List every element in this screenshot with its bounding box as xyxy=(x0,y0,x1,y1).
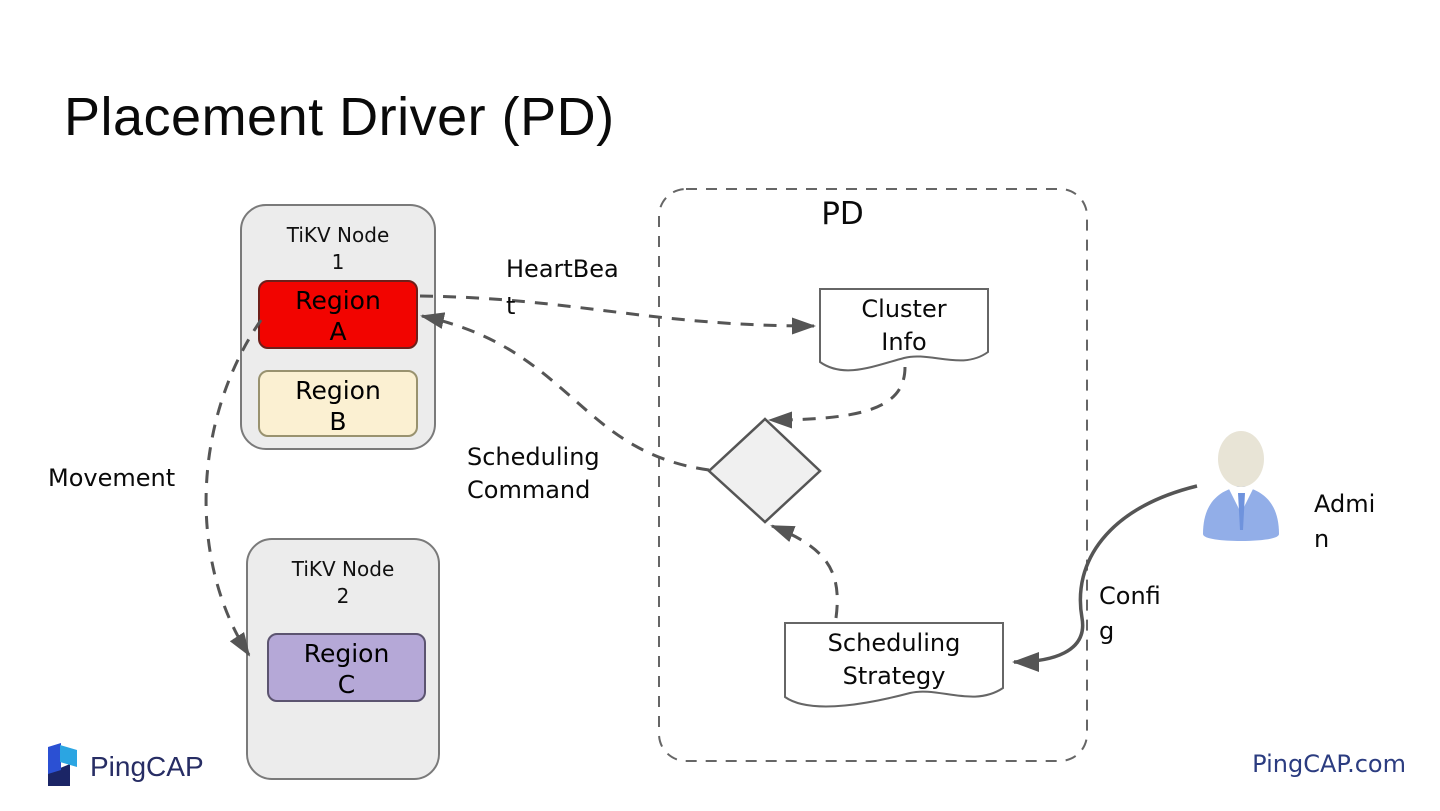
region-c-letter: C xyxy=(337,670,356,699)
config-label: Config xyxy=(1099,582,1161,645)
cluster-info-line2: Info xyxy=(881,328,927,356)
region-b-word: Region xyxy=(295,376,381,405)
tikv-node-2-number: 2 xyxy=(336,584,350,608)
pingcap-logo: PingCAP xyxy=(46,740,204,788)
pd-group-title: PD xyxy=(821,196,864,232)
website-link: PingCAP.com xyxy=(1252,750,1406,778)
scheduling-strategy-line1: Scheduling xyxy=(827,629,961,657)
tikv-node-1-label: TiKV Node 1 xyxy=(242,222,434,276)
region-a-letter: A xyxy=(329,317,347,346)
region-c-word: Region xyxy=(303,639,390,668)
cluster-info-line1: Cluster xyxy=(861,295,947,323)
scheduling-command-label: Scheduling Command xyxy=(467,443,600,504)
admin-label: Admin xyxy=(1314,490,1376,553)
movement-label: Movement xyxy=(48,464,176,492)
page-title: Placement Driver (PD) xyxy=(64,87,615,147)
admin-person-icon xyxy=(1203,431,1279,541)
heartbeat-label: HeartBeat xyxy=(506,255,619,320)
tikv-node-1-name: TiKV Node xyxy=(286,223,390,247)
tikv-node-2-box: TiKV Node 2 Region C xyxy=(246,538,440,780)
strategy-to-diamond-arrow xyxy=(770,524,839,619)
tikv-node-1-number: 1 xyxy=(331,250,345,274)
tikv-node-2-name: TiKV Node xyxy=(291,557,395,581)
scheduling-strategy-line2: Strategy xyxy=(842,662,946,690)
tikv-node-1-box: TiKV Node 1 Region A Region B xyxy=(240,204,436,450)
pingcap-logo-text: PingCAP xyxy=(90,751,204,782)
cluster-info-label: Cluster Info xyxy=(820,293,988,359)
tikv-node-2-label: TiKV Node 2 xyxy=(248,556,438,610)
region-a-box: Region A xyxy=(258,280,418,349)
pingcap-logo-icon xyxy=(48,743,77,786)
region-b-box: Region B xyxy=(258,370,418,437)
cluster-info-to-diamond-arrow xyxy=(768,366,907,429)
region-c-box: Region C xyxy=(267,633,426,702)
region-a-word: Region xyxy=(295,286,381,315)
decision-diamond xyxy=(707,417,822,524)
region-b-letter: B xyxy=(329,407,347,436)
scheduling-strategy-label: Scheduling Strategy xyxy=(785,627,1003,693)
